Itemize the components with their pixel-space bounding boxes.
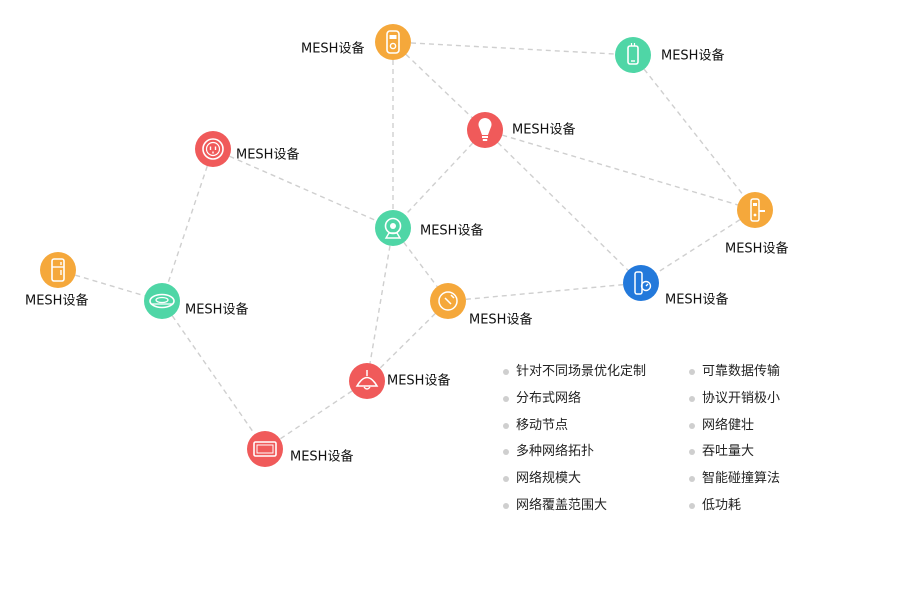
device-node-lamp: MESH设备	[349, 363, 450, 399]
device-node-fridge: MESH设备	[25, 252, 88, 309]
device-node-plug: MESH设备	[430, 283, 532, 328]
link-lamp-tv	[264, 380, 368, 450]
link-socket-camera	[212, 148, 394, 229]
device-circle	[349, 363, 385, 399]
device-node-socket: MESH设备	[195, 131, 299, 167]
power-socket-icon	[202, 138, 224, 160]
device-label: MESH设备	[512, 122, 575, 138]
feature-column-left: 针对不同场景优化定制 分布式网络 移动节点 多种网络拓扑 网络规模大 网络覆盖范…	[502, 362, 688, 523]
device-circle	[247, 431, 283, 467]
device-circle	[737, 192, 773, 228]
device-node-bulb: MESH设备	[467, 112, 575, 148]
device-label: MESH设备	[469, 312, 532, 328]
link-socket-sensor	[161, 148, 214, 302]
pendant-lamp-icon	[355, 370, 379, 390]
feature-item: 分布式网络	[502, 389, 688, 416]
device-circle	[623, 265, 659, 301]
smart-lock-icon	[750, 198, 765, 222]
link-fridge-sensor	[57, 269, 163, 302]
link-lock-top-phone	[392, 41, 634, 56]
link-plug-thermo	[447, 282, 642, 302]
feature-item: 可靠数据传输	[688, 362, 780, 389]
device-label: MESH设备	[290, 449, 353, 465]
link-sensor-tv	[161, 300, 266, 450]
link-bulb-thermo	[484, 129, 642, 284]
camera-icon	[384, 217, 402, 239]
feature-list: 针对不同场景优化定制 分布式网络 移动节点 多种网络拓扑 网络规模大 网络覆盖范…	[502, 362, 780, 523]
smoke-sensor-icon	[149, 293, 175, 309]
link-bulb-smart-lock	[484, 129, 756, 211]
device-label: MESH设备	[25, 293, 88, 309]
feature-item: 多种网络拓扑	[502, 442, 688, 469]
link-camera-lamp	[366, 227, 394, 382]
door-lock-icon	[386, 30, 400, 54]
feature-item: 吞吐量大	[688, 442, 780, 469]
device-label: MESH设备	[725, 241, 788, 257]
feature-item: 协议开销极小	[688, 389, 780, 416]
device-node-thermo: MESH设备	[623, 265, 728, 308]
feature-item: 低功耗	[688, 496, 780, 523]
device-circle	[195, 131, 231, 167]
device-circle	[40, 252, 76, 288]
fridge-icon	[51, 258, 65, 282]
network-devices: MESH设备 MESH设备 MESH设备 MESH设备 MESH设备 MESH设备 MESH…	[25, 24, 788, 467]
link-bulb-camera	[392, 129, 486, 229]
device-circle	[615, 37, 651, 73]
device-node-tv: MESH设备	[247, 431, 353, 467]
device-label: MESH设备	[185, 302, 248, 318]
device-node-phone: MESH设备	[615, 37, 724, 73]
device-node-lock-top: MESH设备	[301, 24, 411, 60]
feature-item: 网络覆盖范围大	[502, 496, 688, 523]
link-lock-top-bulb	[392, 41, 486, 131]
feature-item: 智能碰撞算法	[688, 469, 780, 496]
feature-item: 移动节点	[502, 416, 688, 443]
device-label: MESH设备	[661, 48, 724, 64]
device-node-camera: MESH设备	[375, 210, 483, 246]
feature-item: 针对不同场景优化定制	[502, 362, 688, 389]
tv-icon	[253, 441, 277, 457]
device-node-smart-lock: MESH设备	[725, 192, 788, 257]
light-bulb-icon	[478, 118, 492, 141]
device-label: MESH设备	[420, 223, 483, 239]
device-label: MESH设备	[665, 292, 728, 308]
device-circle	[375, 24, 411, 60]
link-plug-lamp	[366, 300, 449, 382]
device-label: MESH设备	[301, 41, 364, 57]
device-node-sensor: MESH设备	[144, 283, 248, 319]
feature-item: 网络规模大	[502, 469, 688, 496]
network-links	[57, 41, 756, 450]
device-label: MESH设备	[236, 147, 299, 163]
link-phone-smart-lock	[632, 54, 756, 211]
feature-item: 网络健壮	[688, 416, 780, 443]
phone-icon	[627, 43, 639, 65]
feature-column-right: 可靠数据传输 协议开销极小 网络健壮 吞吐量大 智能碰撞算法 低功耗	[688, 362, 780, 523]
thermometer-icon	[634, 271, 652, 295]
link-smart-lock-thermo	[640, 209, 756, 284]
smart-plug-icon	[438, 291, 458, 311]
device-circle	[144, 283, 180, 319]
device-label: MESH设备	[387, 373, 450, 389]
